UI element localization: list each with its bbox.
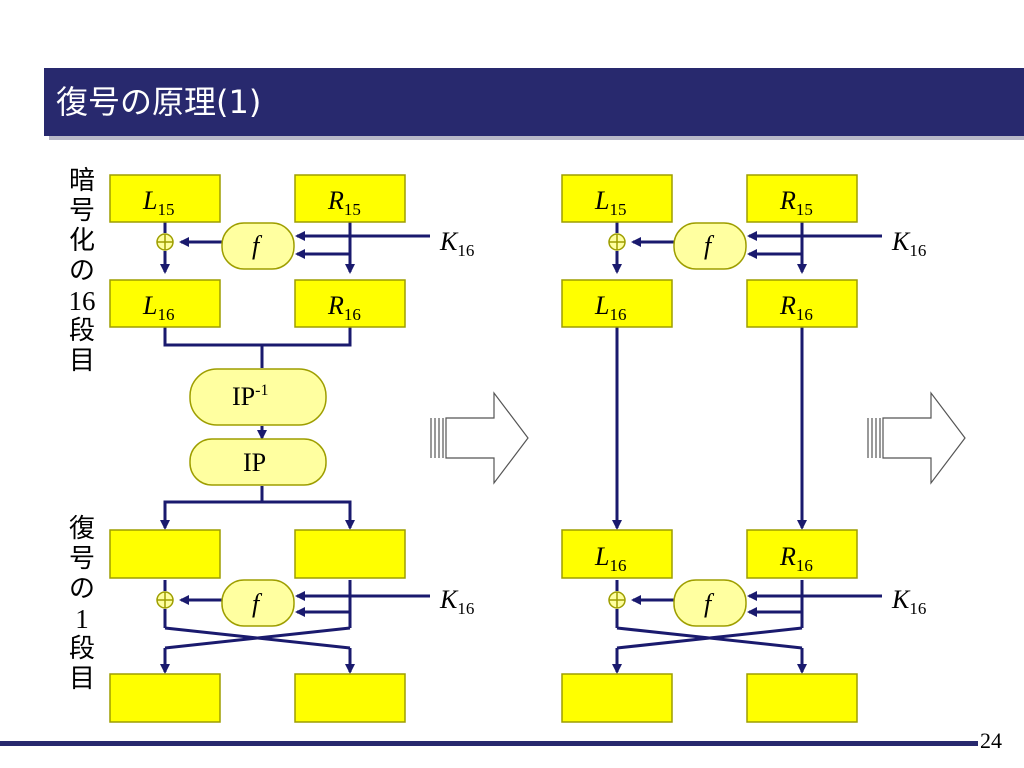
box-output-left <box>109 673 221 723</box>
side-char: 目 <box>68 664 95 694</box>
box-R15-right <box>746 174 858 223</box>
box-L15-encryption <box>109 174 221 223</box>
box-output-right <box>746 673 858 723</box>
label-L16: L16 <box>142 291 174 324</box>
box-R16-encryption <box>294 279 406 328</box>
label-K16: K16 <box>891 585 926 618</box>
side-label-decryption-round1: 復 号 の 1 段 目 <box>60 514 104 694</box>
side-label-encryption-round16: 暗 号 化 の 16 段 目 <box>60 166 104 376</box>
f-label: f <box>252 589 263 618</box>
box-output-right <box>294 673 406 723</box>
side-char: 1 <box>75 604 89 634</box>
box-L16-encryption <box>109 279 221 328</box>
box-L15-right <box>561 174 673 223</box>
f-label: f <box>704 589 715 618</box>
f-function-box <box>673 579 747 627</box>
title-bar <box>44 68 1024 136</box>
box-L16-decryption <box>561 529 673 579</box>
ip-inverse-box <box>189 368 327 426</box>
label-K16: K16 <box>439 585 474 618</box>
ip-inverse-label: IP-1 <box>232 382 268 411</box>
side-char: 暗 <box>68 166 95 196</box>
label-L16: L16 <box>594 291 626 324</box>
box-decryption-left <box>109 529 221 579</box>
label-R16: R16 <box>327 291 361 324</box>
box-output-left <box>561 673 673 723</box>
box-decryption-right <box>294 529 406 579</box>
label-R15: R15 <box>779 186 813 219</box>
ip-box <box>189 438 327 486</box>
side-char: の <box>68 574 95 604</box>
footer-rule <box>0 741 978 746</box>
side-char: 段 <box>68 634 95 664</box>
f-function-box <box>221 579 295 627</box>
box-L16-right <box>561 279 673 328</box>
block-arrow-icon <box>867 391 966 485</box>
side-char: 復 <box>68 514 95 544</box>
label-L15: L15 <box>594 186 626 219</box>
slide-title: 復号の原理(1) <box>56 83 262 121</box>
label-K16: K16 <box>439 227 474 260</box>
right-diagram-lines <box>612 222 882 674</box>
side-char: 号 <box>68 196 95 226</box>
side-char: 16 <box>68 286 96 316</box>
f-function-box <box>673 222 747 270</box>
side-char: 号 <box>68 544 95 574</box>
box-R16-right <box>746 279 858 328</box>
side-char: 化 <box>68 226 95 256</box>
label-R16: R16 <box>779 542 813 575</box>
block-arrow-icon <box>430 391 529 485</box>
left-diagram-lines <box>160 222 430 674</box>
f-function-box <box>221 222 295 270</box>
label-R16: R16 <box>779 291 813 324</box>
label-L15: L15 <box>142 186 174 219</box>
box-R15-encryption <box>294 174 406 223</box>
label-R15: R15 <box>327 186 361 219</box>
box-R16-decryption <box>746 529 858 579</box>
ip-label: IP <box>243 448 266 477</box>
f-label: f <box>252 231 263 260</box>
side-char: の <box>68 256 95 286</box>
label-L16: L16 <box>594 542 626 575</box>
page-number: 24 <box>980 728 1002 753</box>
side-char: 目 <box>68 346 95 376</box>
label-K16: K16 <box>891 227 926 260</box>
f-label: f <box>704 231 715 260</box>
side-char: 段 <box>68 316 95 346</box>
